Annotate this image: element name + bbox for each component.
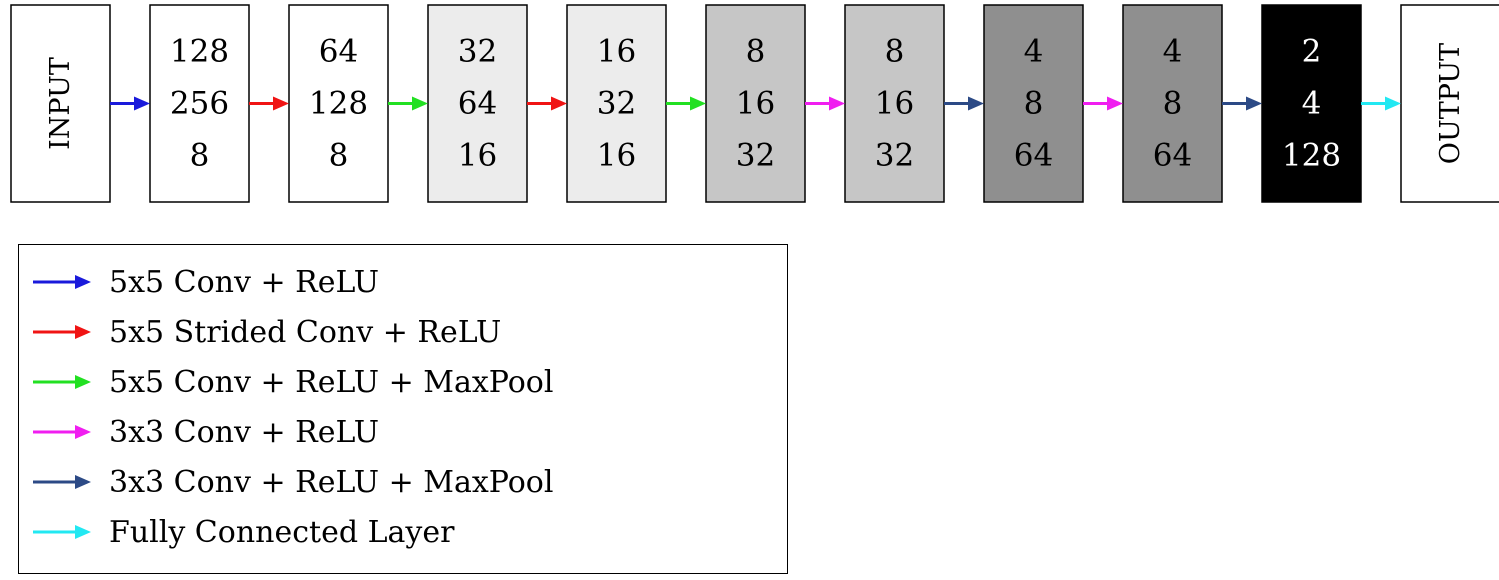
connection-arrow-icon [1361, 96, 1401, 111]
layer-dimension: 8 [1024, 86, 1044, 122]
layer-dimension: 16 [597, 138, 636, 174]
layer-box: 2 4 128 [1261, 4, 1362, 203]
legend-arrow-icon [33, 525, 91, 539]
legend-item-3x3-conv-relu-maxpool: 3x3 Conv + ReLU + MaxPool [19, 457, 787, 507]
layer-dimension: 64 [1153, 138, 1192, 174]
connection-arrow-icon [110, 96, 150, 111]
connection-arrow-icon [1083, 96, 1123, 111]
legend-item-5x5-conv-relu-maxpool: 5x5 Conv + ReLU + MaxPool [19, 357, 787, 407]
layer-dimension: 16 [597, 34, 636, 70]
legend-label: 3x3 Conv + ReLU [109, 414, 380, 450]
layer-dimension: 8 [329, 138, 349, 174]
legend-arrow-icon [33, 375, 91, 389]
layer-box: 128 256 8 [149, 4, 250, 203]
arrow-icon [33, 375, 91, 389]
layer-box: 64 128 8 [288, 4, 389, 203]
legend-arrow-icon [33, 475, 91, 489]
layer-dimension: 8 [1163, 86, 1183, 122]
layer-dimension: 32 [875, 138, 914, 174]
legend-label: 3x3 Conv + ReLU + MaxPool [109, 464, 554, 500]
output-box: OUTPUT [1400, 4, 1499, 203]
legend-label: Fully Connected Layer [109, 514, 455, 550]
layer-dimension: 8 [190, 138, 210, 174]
legend: 5x5 Conv + ReLU 5x5 Strided Conv + ReLU … [18, 244, 788, 574]
connection-arrow-icon [527, 96, 567, 111]
layer-dimension: 128 [309, 86, 368, 122]
input-box: INPUT [10, 4, 111, 203]
layer-dimension: 4 [1024, 34, 1044, 70]
layer-dimension: 16 [458, 138, 497, 174]
arrow-icon [33, 475, 91, 489]
layer-dimension: 64 [458, 86, 497, 122]
layer-dimension: 32 [458, 34, 497, 70]
layer-dimension: 16 [736, 86, 775, 122]
layer-dimension: 4 [1302, 86, 1322, 122]
legend-item-5x5-conv-relu: 5x5 Conv + ReLU [19, 257, 787, 307]
layer-dimension: 128 [1282, 138, 1341, 174]
layer-box: 8 16 32 [844, 4, 945, 203]
connection-arrow-icon [388, 96, 428, 111]
connection-arrow-icon [249, 96, 289, 111]
arrow-icon [33, 525, 91, 539]
connection-arrow-icon [666, 96, 706, 111]
layer-box: 8 16 32 [705, 4, 806, 203]
legend-arrow-icon [33, 275, 91, 289]
layer-box: 32 64 16 [427, 4, 528, 203]
layer-dimension: 128 [170, 34, 229, 70]
legend-label: 5x5 Strided Conv + ReLU [109, 314, 502, 350]
layer-box: 4 8 64 [1122, 4, 1223, 203]
layer-dimension: 64 [1014, 138, 1053, 174]
arrow-icon [33, 325, 91, 339]
connection-arrow-icon [944, 96, 984, 111]
legend-item-fully-connected-layer: Fully Connected Layer [19, 507, 787, 557]
layer-dimension: 4 [1163, 34, 1183, 70]
legend-item-3x3-conv-relu: 3x3 Conv + ReLU [19, 407, 787, 457]
layer-box: 4 8 64 [983, 4, 1084, 203]
layer-dimension: 16 [875, 86, 914, 122]
arrow-icon [33, 425, 91, 439]
legend-label: 5x5 Conv + ReLU [109, 264, 380, 300]
legend-arrow-icon [33, 425, 91, 439]
layer-dimension: 256 [170, 86, 229, 122]
layer-dimension: 2 [1302, 34, 1322, 70]
layer-dimension: 32 [736, 138, 775, 174]
output-label: OUTPUT [1435, 43, 1466, 164]
layer-dimension: 64 [319, 34, 358, 70]
layer-dimension: 8 [885, 34, 905, 70]
connection-arrow-icon [1222, 96, 1262, 111]
arrow-icon [33, 275, 91, 289]
connection-arrow-icon [805, 96, 845, 111]
legend-item-5x5-strided-conv-relu: 5x5 Strided Conv + ReLU [19, 307, 787, 357]
input-label: INPUT [45, 57, 76, 150]
layer-box: 16 32 16 [566, 4, 667, 203]
layer-dimension: 32 [597, 86, 636, 122]
legend-arrow-icon [33, 325, 91, 339]
layer-dimension: 8 [746, 34, 766, 70]
legend-label: 5x5 Conv + ReLU + MaxPool [109, 364, 554, 400]
